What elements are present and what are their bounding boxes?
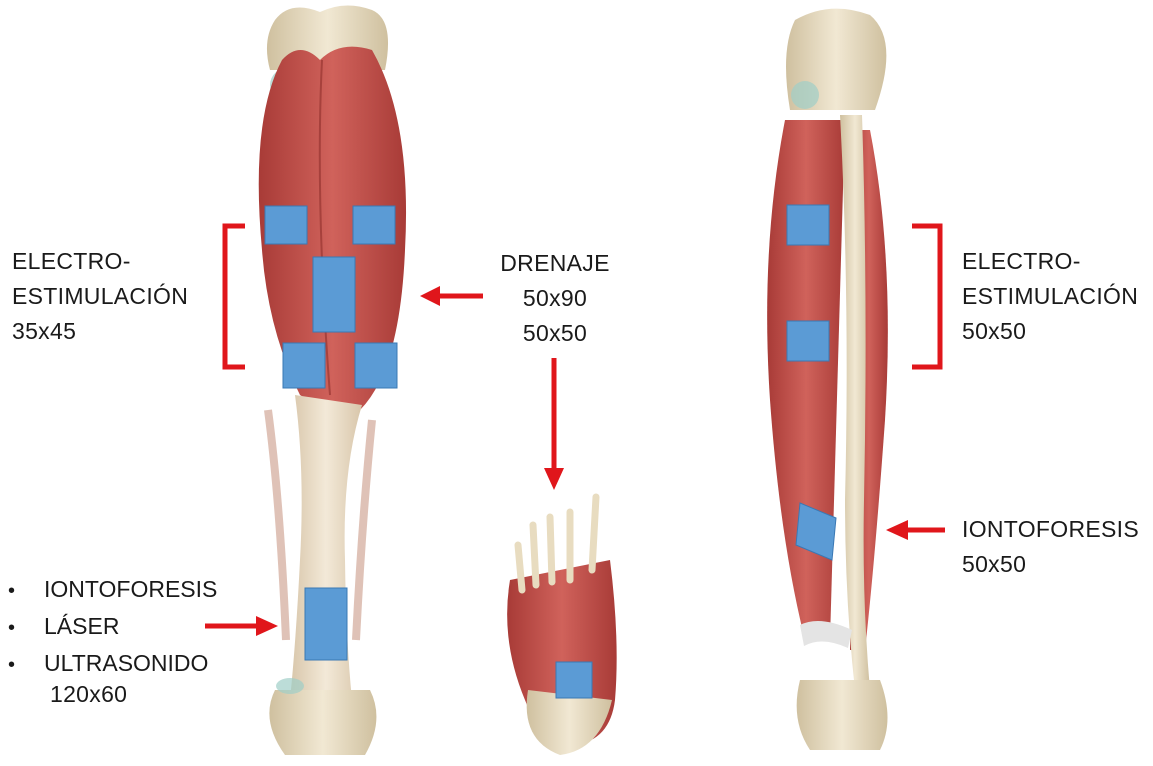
right-electro-size: 50x50 [962,314,1138,349]
right-retinaculum [800,621,852,648]
therapies-list: •IONTOFORESIS •LÁSER •ULTRASONIDO [8,572,217,683]
right-iontophoresis-label: IONTOFORESIS 50x50 [962,512,1139,582]
left-electrode-lower-right [355,343,397,388]
drainage-left-arrow [420,286,483,306]
drainage-size1: 50x90 [496,281,614,316]
left-electro-line1: ELECTRO- [12,244,188,279]
foot-sole [507,497,617,755]
left-electro-line2: ESTIMULACIÓN [12,279,188,314]
left-drainage-pad [313,257,355,332]
left-electrode-upper-right [353,206,395,244]
foot-drainage-pad [556,662,592,698]
right-electrode-upper [787,205,829,245]
left-electrode-lower-left [283,343,325,388]
list-item: •LÁSER [8,609,217,646]
list-item: •IONTOFORESIS [8,572,217,609]
left-electro-bracket [225,226,245,367]
foot-heel-bone [527,690,612,755]
drainage-size2: 50x50 [496,316,614,351]
left-leg [259,5,406,755]
left-medial-muscle [356,420,372,640]
right-knee-cartilage [791,81,819,109]
left-lateral-muscle [268,410,286,640]
drainage-label: DRENAJE 50x90 50x50 [496,246,614,351]
right-tibialis-muscle [767,120,845,640]
left-electro-label: ELECTRO- ESTIMULACIÓN 35x45 [12,244,188,349]
right-foot-bones [797,680,888,750]
right-electro-label: ELECTRO- ESTIMULACIÓN 50x50 [962,244,1138,349]
left-achilles-pad [305,588,347,660]
right-electro-bracket [912,226,940,367]
left-electro-size: 35x45 [12,314,188,349]
right-iontophoresis-arrow [886,520,945,540]
therapies-size: 120x60 [50,677,127,712]
left-ankle-cartilage [276,678,304,694]
left-electrode-upper-left [265,206,307,244]
right-iontophoresis-title: IONTOFORESIS [962,512,1139,547]
right-electro-line2: ESTIMULACIÓN [962,279,1138,314]
left-heel-bone [269,690,376,755]
drainage-title: DRENAJE [496,246,614,281]
right-iontophoresis-size: 50x50 [962,547,1139,582]
drainage-down-arrow [544,358,564,490]
right-electro-line1: ELECTRO- [962,244,1138,279]
right-electrode-lower [787,321,829,361]
right-leg [767,9,888,750]
